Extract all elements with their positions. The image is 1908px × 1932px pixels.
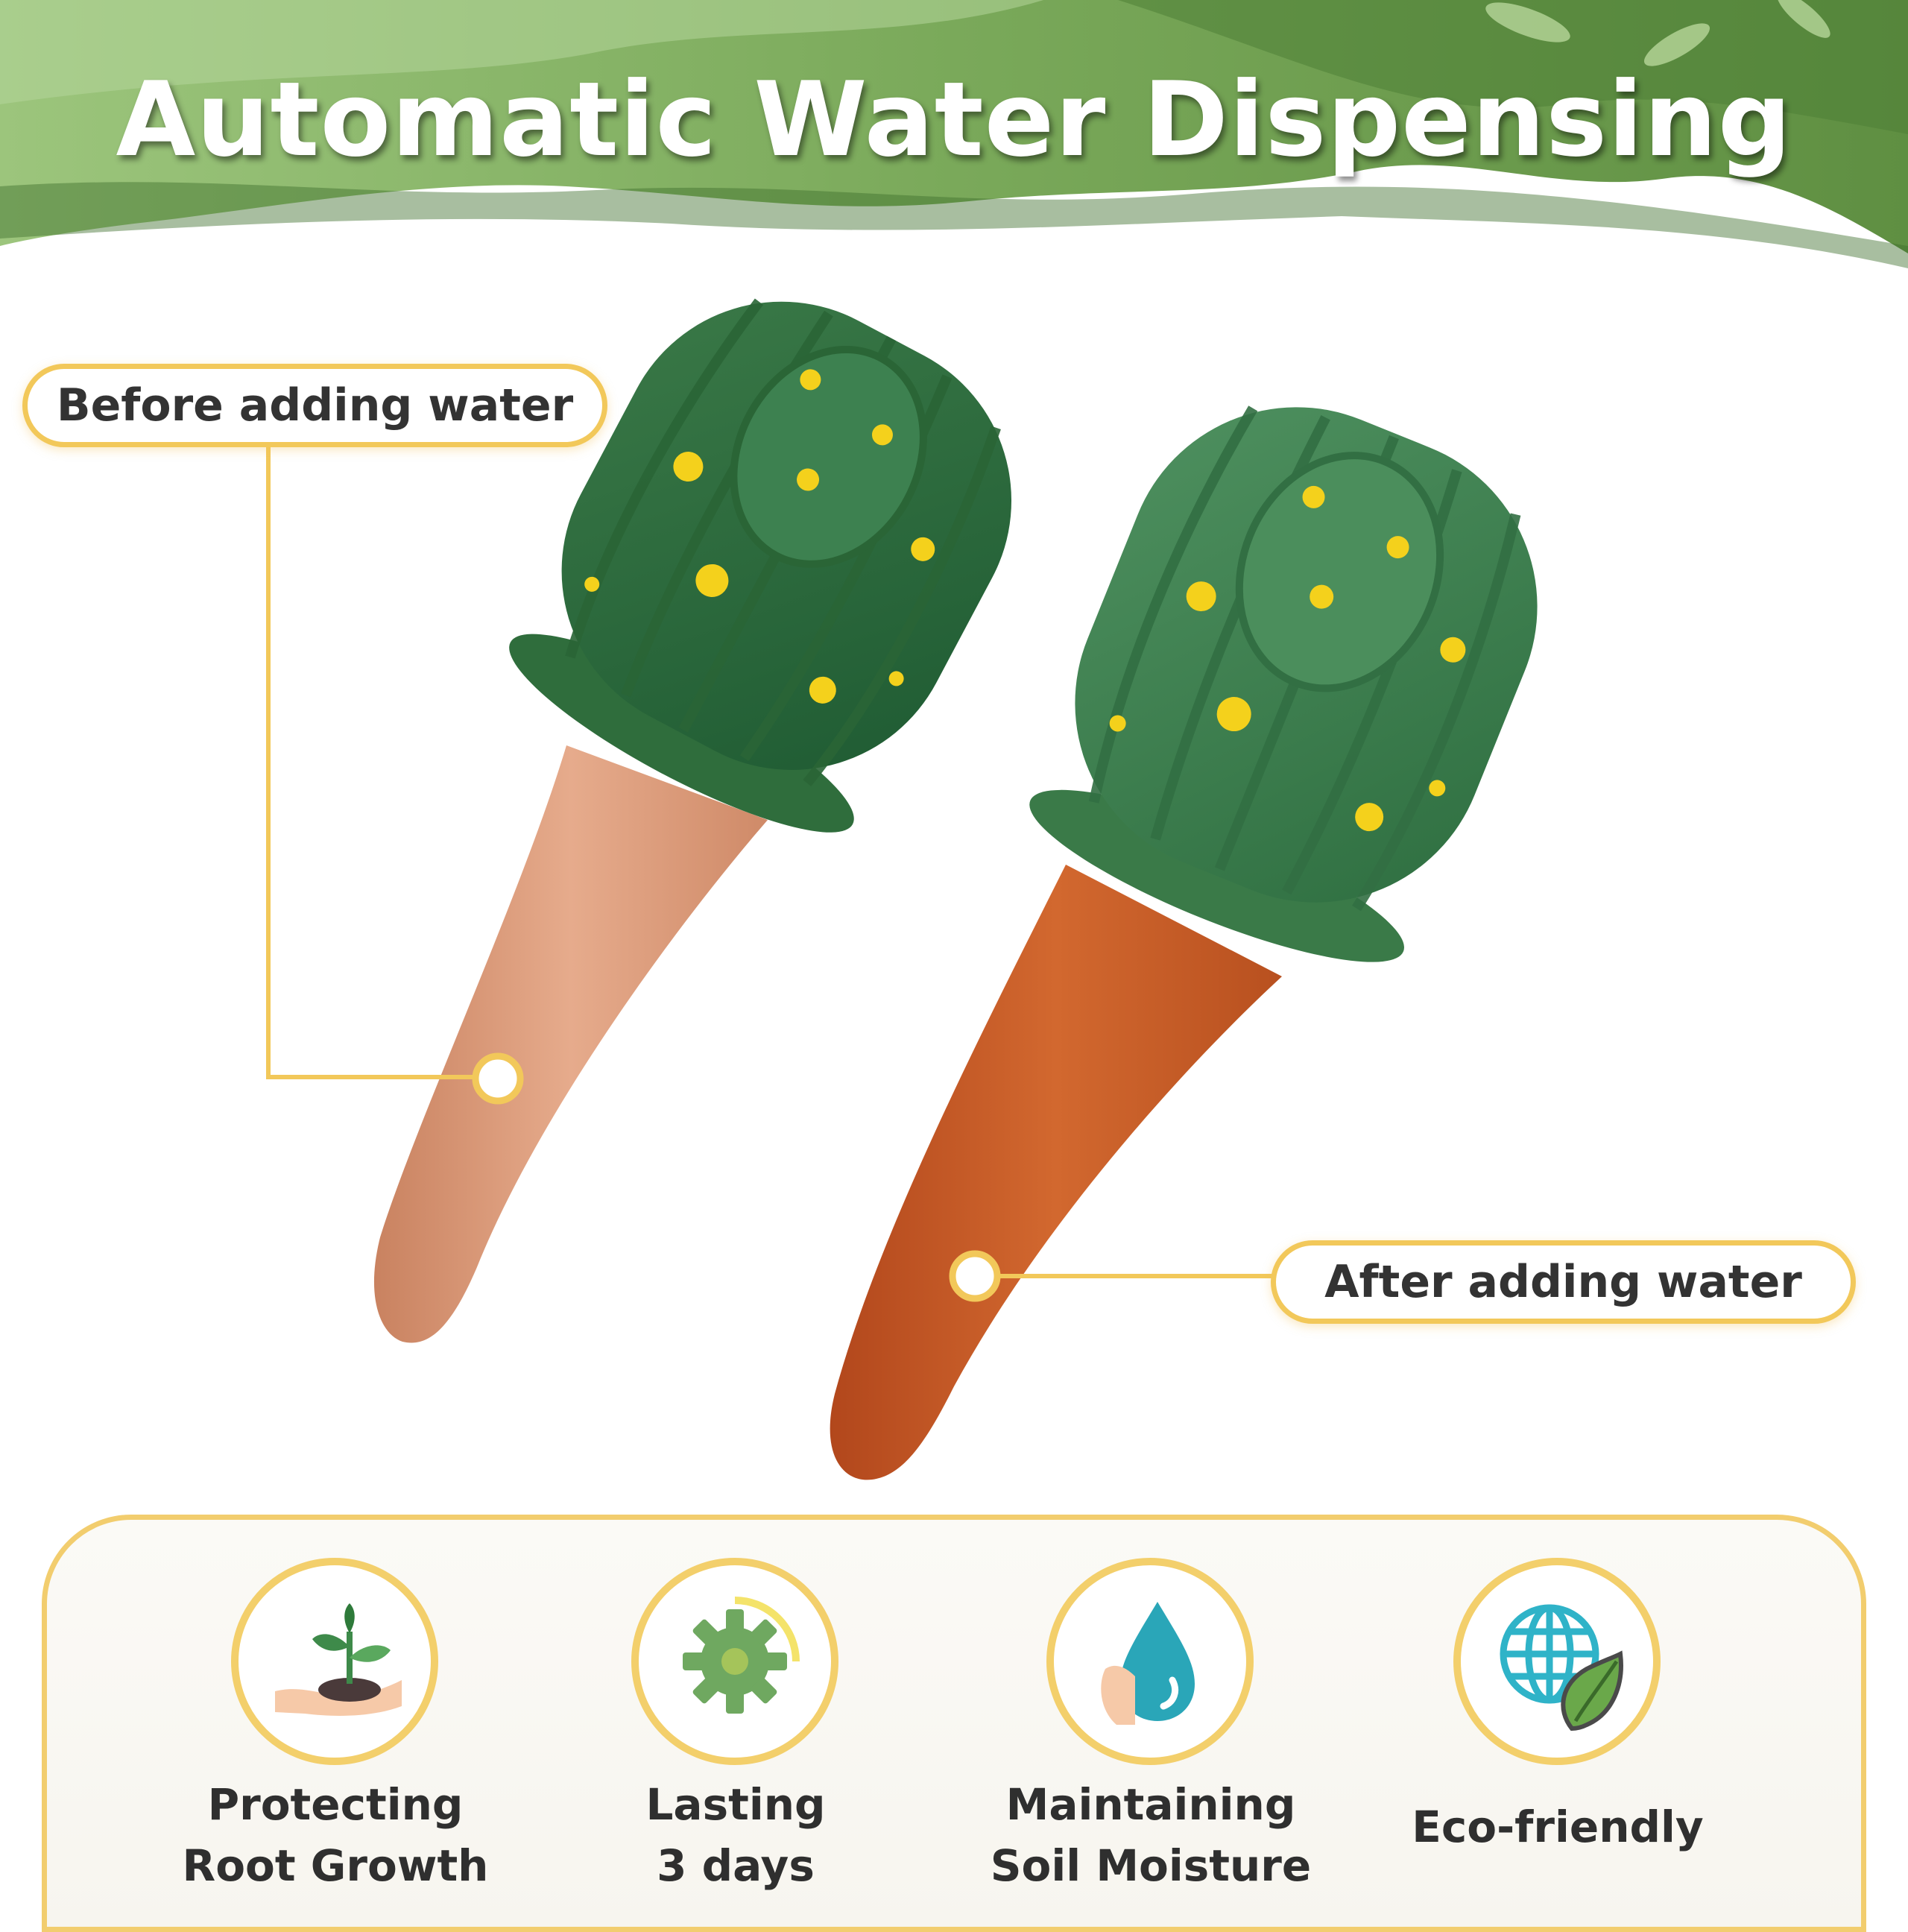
after-water-callout: After adding water [1271,1240,1856,1324]
water-drop-icon [1101,1602,1195,1725]
wet-spike-cactus-top [1029,405,1538,962]
feature-label: Eco-friendly [1412,1802,1704,1852]
feature-icon-ring [631,1558,838,1765]
feature-label: Maintaining Soil Moisture [990,1779,1312,1891]
feature-icon-ring [1453,1558,1661,1765]
hand-plant-icon [275,1603,402,1716]
globe-leaf-icon [1500,1604,1623,1731]
callout-connectors [266,447,1274,1278]
feature-root-growth: Protecting Root Growth [119,1558,552,1908]
wet-clay-spike [830,865,1282,1480]
dry-spike-cactus-top [509,298,1012,833]
feature-soil-moisture: Maintaining Soil Moisture [935,1558,1367,1908]
feature-lasting: Lasting 3 days [519,1558,952,1908]
cactus-spikes-illustration [266,298,1538,1480]
feature-label: Lasting 3 days [645,1779,826,1891]
gear-icon [683,1597,800,1714]
feature-icon-ring [231,1558,438,1765]
feature-label: Protecting Root Growth [182,1779,489,1891]
feature-eco-friendly: Eco-friendly [1342,1558,1774,1908]
before-water-callout: Before adding water [22,364,607,447]
after-marker-dot [949,1250,1001,1302]
page-title: Automatic Water Dispensing [116,60,1792,180]
leafy-banner [0,0,1908,268]
dry-clay-spike [373,745,768,1343]
feature-icon-ring [1046,1558,1254,1765]
before-marker-dot [472,1052,524,1105]
